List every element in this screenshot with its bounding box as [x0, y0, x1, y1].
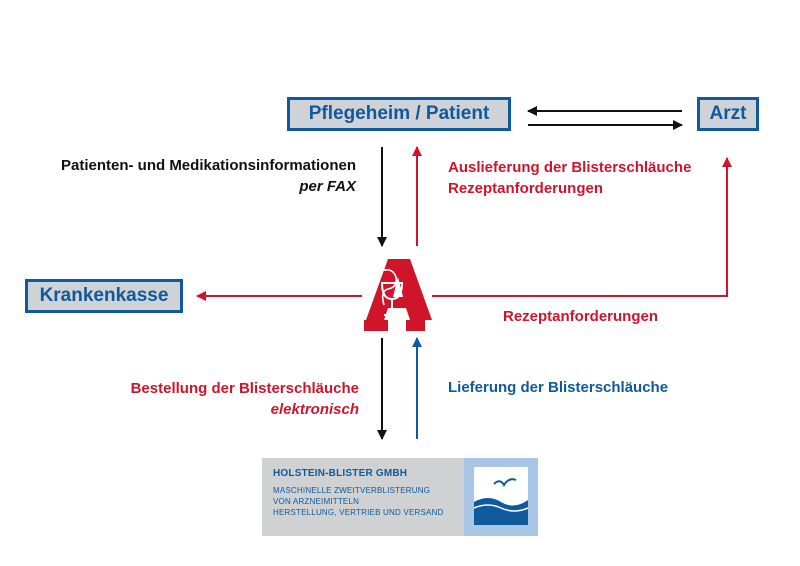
- label-rezeptanforderungen: Rezeptanforderungen: [503, 306, 658, 327]
- label-patient-info: Patienten- und Medikationsinformationen …: [0, 155, 356, 197]
- label-auslieferung-line2: Rezeptanforderungen: [448, 180, 604, 197]
- label-lieferung-text: Lieferung der Blisterschläuche: [448, 379, 669, 396]
- node-arzt-label: Arzt: [709, 103, 747, 124]
- label-rezeptanforderungen-text: Rezeptanforderungen: [503, 308, 659, 325]
- node-krankenkasse: Krankenkasse: [25, 279, 183, 313]
- label-bestellung-line1: Bestellung der Blisterschläuche: [130, 380, 359, 397]
- node-arzt: Arzt: [697, 97, 759, 131]
- label-auslieferung-line1: Auslieferung der Blisterschläuche: [448, 159, 692, 176]
- logo-line-1: MASCHINELLE ZWEITVERBLISTERUNG: [273, 486, 431, 495]
- label-auslieferung: Auslieferung der Blisterschläuche Rezept…: [448, 157, 691, 199]
- label-bestellung-line2: elektronisch: [270, 401, 359, 418]
- node-krankenkasse-label: Krankenkasse: [39, 285, 169, 306]
- label-lieferung: Lieferung der Blisterschläuche: [448, 377, 668, 398]
- node-pflegeheim-patient: Pflegeheim / Patient: [287, 97, 511, 131]
- logo-line-2: VON ARZNEIMITTELN: [273, 497, 360, 506]
- logo-mark-panel: [464, 458, 538, 536]
- logo-line-3: HERSTELLUNG, VERTRIEB UND VERSAND: [273, 508, 444, 517]
- node-pflegeheim-label: Pflegeheim / Patient: [308, 103, 490, 124]
- arrow-apotheke-to-arzt: [432, 157, 732, 297]
- seagull-wave-icon: [473, 467, 529, 525]
- label-patient-info-line2: per FAX: [299, 178, 356, 195]
- label-bestellung: Bestellung der Blisterschläuche elektron…: [0, 378, 359, 420]
- holstein-blister-logo: HOLSTEIN-BLISTER GMBH MASCHINELLE ZWEITV…: [262, 458, 464, 536]
- label-patient-info-line1: Patienten- und Medikationsinformationen: [60, 157, 356, 174]
- apotheke-a-icon: [364, 259, 432, 331]
- logo-company-name: HOLSTEIN-BLISTER GMBH: [273, 468, 408, 479]
